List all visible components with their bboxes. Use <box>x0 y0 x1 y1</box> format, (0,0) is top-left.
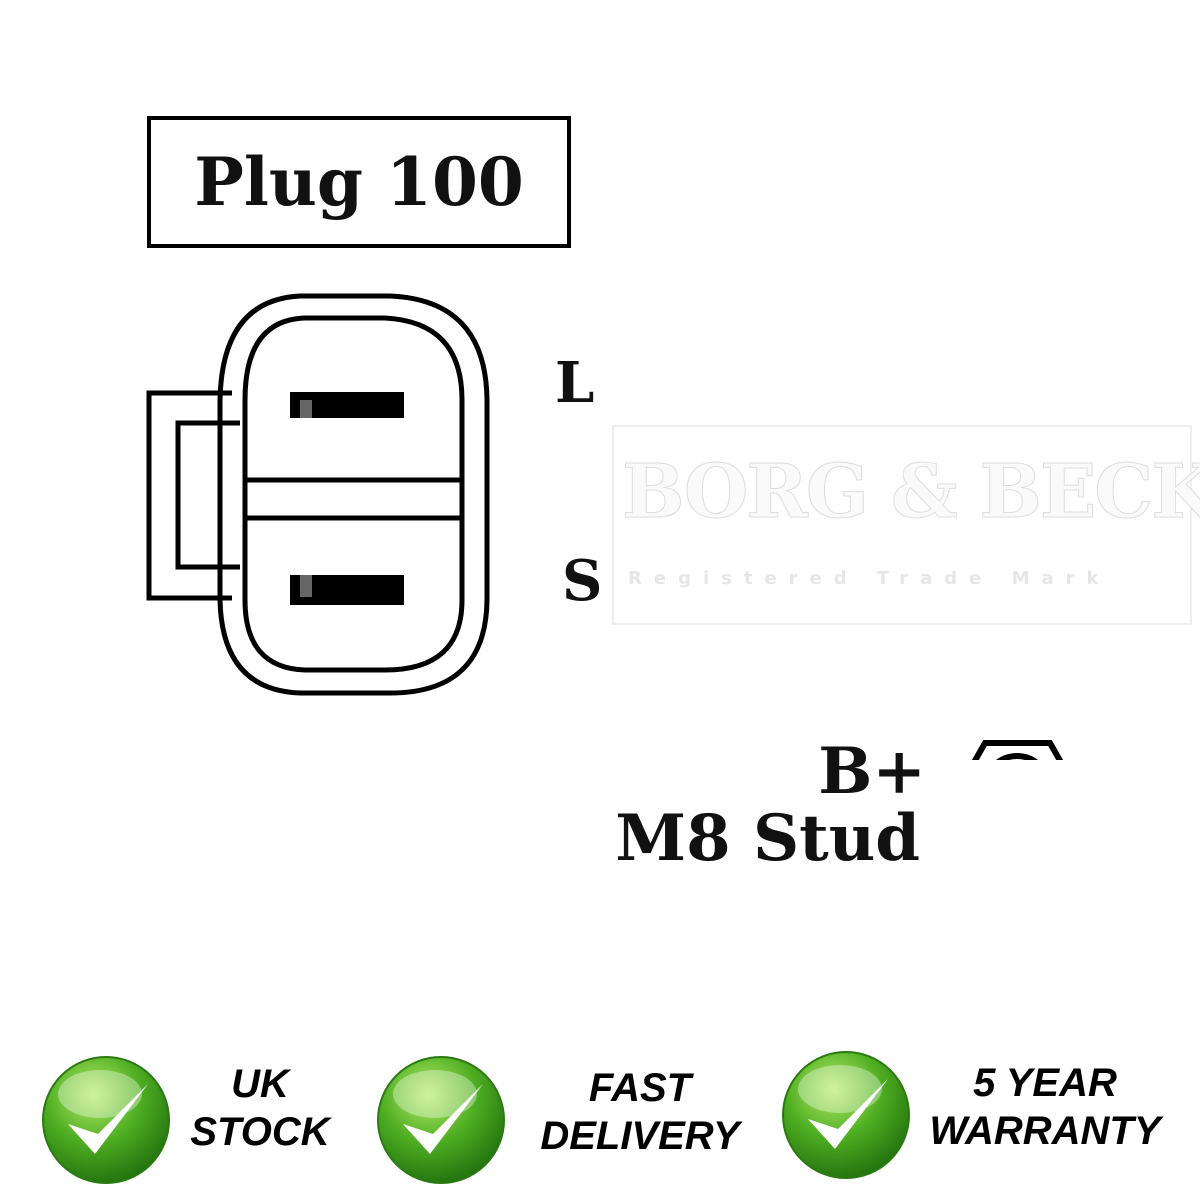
badge-line2: DELIVERY <box>540 1114 740 1158</box>
stud-size: M8 Stud <box>615 801 920 877</box>
stud-terminal: B+ <box>818 734 926 809</box>
badge-5-year-warranty: 5 YEAR WARRANTY <box>780 1045 1180 1185</box>
plug-label: Plug 100 <box>194 143 524 221</box>
pin-label-l: L <box>555 350 595 416</box>
pin-label-s: S <box>562 548 603 614</box>
connector-inner-shell <box>242 315 465 673</box>
badge-line2: WARRANTY <box>929 1109 1161 1153</box>
badge-line1: 5 YEAR <box>973 1061 1117 1105</box>
check-icon <box>782 1051 910 1179</box>
connector-tab <box>146 390 232 601</box>
check-icon <box>377 1056 505 1184</box>
badge-fast-delivery: FAST DELIVERY <box>375 1050 765 1190</box>
connector-tab-inner <box>175 420 240 570</box>
connector-outer-shell <box>217 293 490 696</box>
plug-label-box: Plug 100 <box>147 116 571 248</box>
badge-line1: FAST <box>588 1066 692 1110</box>
stud-nut-icon <box>971 740 1064 760</box>
badge-line2: STOCK <box>190 1110 330 1154</box>
badge-line1: UK <box>231 1062 289 1106</box>
connector-drawing <box>146 293 1064 760</box>
badge-uk-stock: UK STOCK <box>40 1050 340 1190</box>
watermark: BORG & BECK Registered Trade Mark <box>612 425 1200 625</box>
watermark-tagline: Registered Trade Mark <box>628 568 1111 589</box>
stud-label: B+ M8 Stud <box>615 738 926 877</box>
check-icon <box>42 1056 170 1184</box>
watermark-brand: BORG & BECK <box>622 449 1200 536</box>
